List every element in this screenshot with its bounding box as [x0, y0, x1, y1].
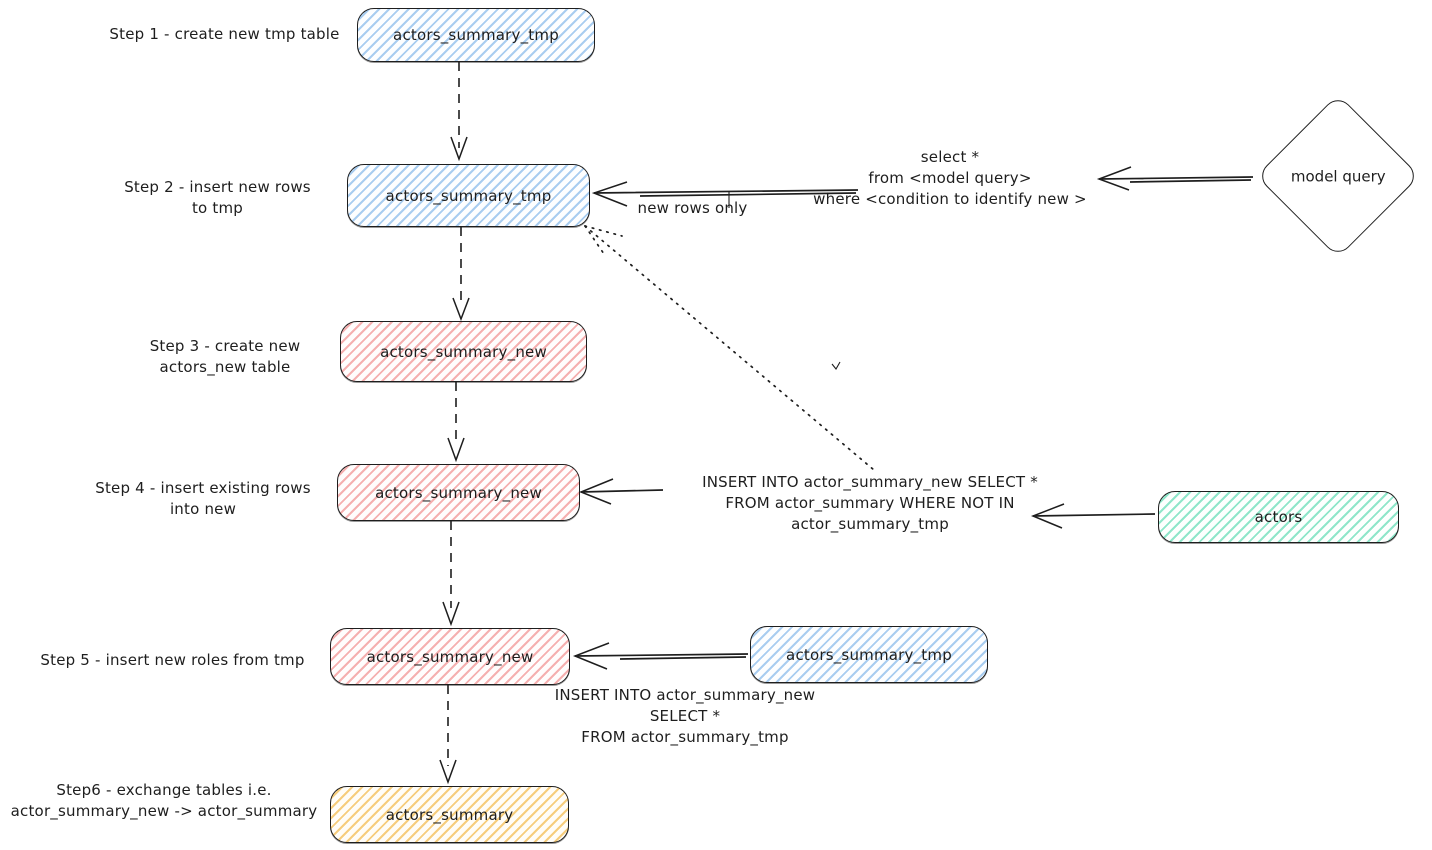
arrow-inserttext-to-step4	[580, 489, 664, 493]
node-step2-actors-summary-tmp: actors_summary_tmp	[347, 164, 590, 227]
node-step6-label: actors_summary	[385, 805, 514, 824]
node-tmp-source: actors_summary_tmp	[750, 626, 988, 683]
annotation-new-rows-only: new rows only	[637, 199, 748, 217]
step6-label: Step6 - exchange tables i.e. actor_summa…	[10, 781, 318, 820]
dotted-arrowhead-branch-1	[584, 225, 623, 237]
arrowhead-step5-to-step6	[439, 759, 457, 785]
arrowhead-newrows-to-step2	[591, 181, 628, 207]
arrow-tmpsource-to-step5	[574, 653, 749, 660]
arrowhead-step4-to-step5	[442, 601, 460, 627]
arrowhead-step2-to-step3	[452, 297, 470, 322]
step5-label: Step 5 - insert new roles from tmp	[40, 651, 305, 669]
arrowhead-inserttext-to-step4	[578, 478, 614, 505]
node-actors: actors	[1158, 491, 1399, 543]
arrowhead-modelquery-to-selecttext	[1096, 166, 1132, 191]
arrow-newrows-to-step2	[593, 189, 859, 197]
arrowhead-step3-to-step4	[447, 437, 465, 463]
arrowhead-actors-to-inserttext	[1030, 503, 1065, 529]
stray-pen-mark	[831, 361, 841, 370]
node-step3-actors-summary-new: actors_summary_new	[340, 321, 587, 382]
arrowhead-tmpsource-to-step5	[572, 642, 610, 670]
arrowhead-step1-to-step2	[450, 136, 468, 162]
arrow-modelquery-to-selecttext	[1098, 176, 1254, 183]
dotted-step2-to-insert-annotation	[584, 225, 875, 471]
node-step2-label: actors_summary_tmp	[385, 186, 552, 205]
tmp-source-label: actors_summary_tmp	[786, 645, 952, 664]
step3-label: Step 3 - create new actors_new table	[149, 337, 301, 376]
node-step1-actors-summary-tmp: actors_summary_tmp	[357, 8, 595, 62]
dotted-arrowhead-branch-2	[584, 225, 605, 255]
actors-label: actors	[1254, 508, 1303, 526]
model-query-label: model query	[1290, 167, 1386, 185]
node-step5-actors-summary-new: actors_summary_new	[330, 628, 570, 685]
annotation-insert-new: INSERT INTO actor_summary_new SELECT * F…	[554, 686, 816, 746]
arrow-actors-to-inserttext	[1032, 513, 1156, 517]
node-step3-label: actors_summary_new	[380, 342, 547, 361]
step4-label: Step 4 - insert existing rows into new	[95, 479, 311, 518]
node-step4-label: actors_summary_new	[375, 483, 542, 502]
node-step4-actors-summary-new: actors_summary_new	[337, 464, 580, 521]
annotation-select-query: select * from <model query> where <condi…	[813, 148, 1087, 208]
step2-label: Step 2 - insert new rows to tmp	[124, 178, 311, 217]
annotation-insert-existing: INSERT INTO actor_summary_new SELECT * F…	[702, 473, 1038, 533]
node-step5-label: actors_summary_new	[366, 647, 534, 666]
step1-label: Step 1 - create new tmp table	[109, 25, 340, 43]
node-step6-actors-summary: actors_summary	[330, 786, 569, 843]
node-step1-label: actors_summary_tmp	[393, 26, 559, 44]
